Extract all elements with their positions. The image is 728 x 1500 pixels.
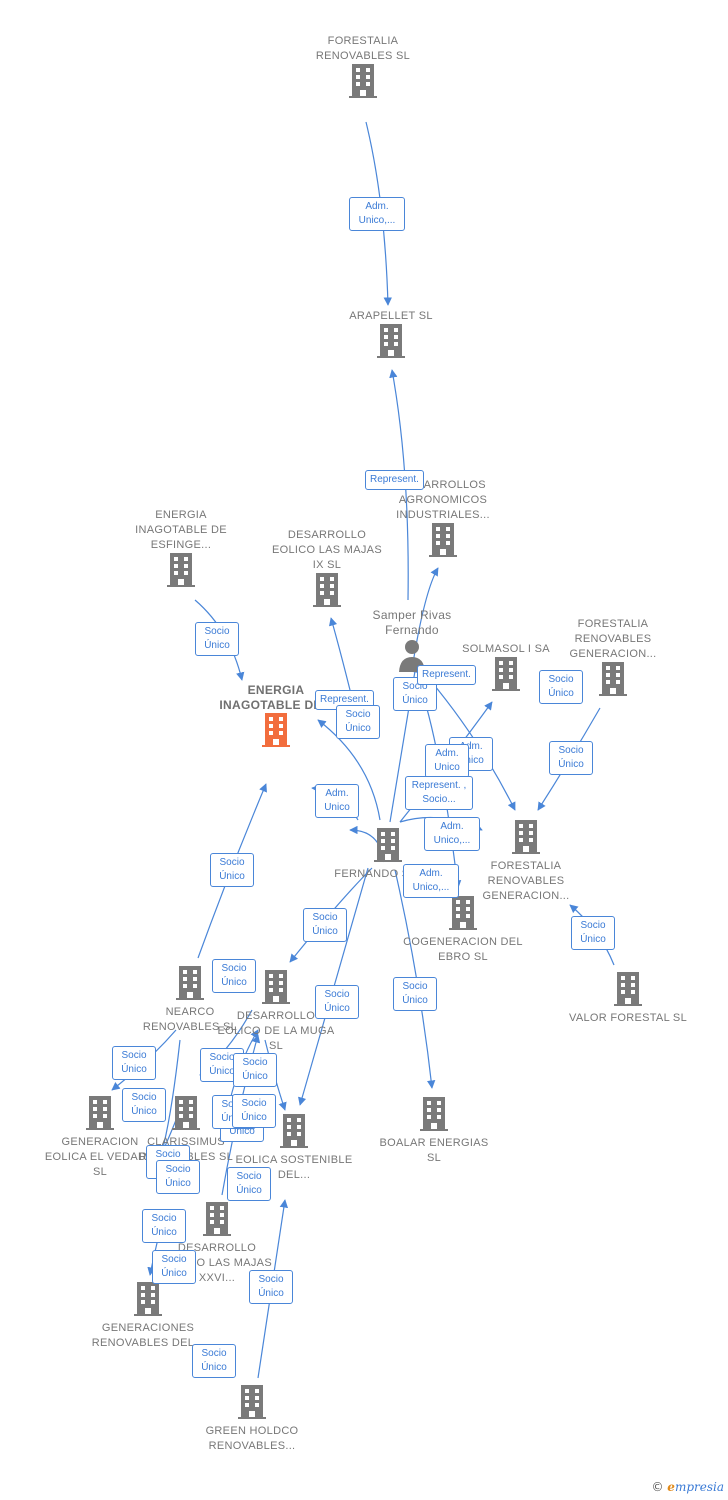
edge-label[interactable]: Socio Único — [336, 705, 380, 739]
node-label: DESARROLLO EOLICO DE LA MUGA SL — [217, 1010, 335, 1052]
node-label: FORESTALIA RENOVABLES SL — [315, 35, 411, 62]
node-label: BOALAR ENERGIAS SL — [379, 1137, 489, 1164]
node-label: GENERACIONES RENOVABLES DEL... — [91, 1322, 205, 1349]
edge-label[interactable]: Represent. , Socio... — [405, 776, 473, 810]
node-label: DESARROLLO EOLICO LAS MAJAS IX SL — [272, 529, 382, 571]
node-label: NEARCO RENOVABLES SL — [142, 1006, 238, 1033]
edge-label[interactable]: Socio Único — [122, 1088, 166, 1122]
node-forestalia-renovables-sl[interactable]: FORESTALIA RENOVABLES SL — [303, 34, 423, 103]
building-icon — [134, 1282, 162, 1316]
node-label: FORESTALIA RENOVABLES GENERACION... — [569, 618, 657, 660]
building-icon — [429, 523, 457, 557]
building-icon — [167, 553, 195, 587]
node-label: VALOR FORESTAL SL — [569, 1012, 687, 1024]
node-label: SOLMASOL I SA — [462, 643, 550, 655]
node-focus-energia-inagotable[interactable]: ENERGIA INAGOTABLE DE... — [216, 683, 336, 752]
edge-label[interactable]: Socio Único — [195, 622, 239, 656]
copyright-symbol: © — [651, 1480, 664, 1494]
edge-label[interactable]: Socio Único — [227, 1167, 271, 1201]
edge-label[interactable]: Socio Único — [156, 1160, 200, 1194]
node-label: ENERGIA INAGOTABLE DE... — [219, 683, 333, 712]
building-icon — [262, 970, 290, 1004]
node-label: ARAPELLET SL — [349, 310, 433, 322]
brand-initial: e — [667, 1480, 675, 1494]
edge-label[interactable]: Socio Único — [393, 977, 437, 1011]
building-icon — [420, 1097, 448, 1131]
node-cogeneracion-ebro[interactable]: COGENERACION DEL EBRO SL — [403, 896, 523, 965]
building-icon — [349, 64, 377, 98]
edge-label[interactable]: Represent. — [365, 470, 424, 490]
building-icon — [172, 1096, 200, 1130]
node-vedado[interactable]: GENERACION EOLICA EL VEDADO SL — [40, 1096, 160, 1180]
edge-label[interactable]: Adm. Unico — [315, 784, 359, 818]
edge-label[interactable]: Socio Único — [249, 1270, 293, 1304]
edge-label[interactable]: Socio Único — [112, 1046, 156, 1080]
node-valor-forestal[interactable]: VALOR FORESTAL SL — [568, 972, 688, 1026]
building-icon — [512, 820, 540, 854]
edge-label[interactable]: Socio Único — [152, 1250, 196, 1284]
edge-label[interactable]: Adm. Unico,... — [403, 864, 459, 898]
edge-label[interactable]: Socio Único — [212, 959, 256, 993]
building-icon — [492, 657, 520, 691]
edge-label[interactable]: Adm. Unico,... — [349, 197, 405, 231]
node-solmasol[interactable]: SOLMASOL I SA — [446, 642, 566, 696]
edge-label[interactable]: Socio Único — [232, 1094, 276, 1128]
empresia-logo[interactable]: © empresia — [651, 1480, 724, 1494]
building-icon — [614, 972, 642, 1006]
node-majas-ix[interactable]: DESARROLLO EOLICO LAS MAJAS IX SL — [267, 528, 387, 612]
node-label: GREEN HOLDCO RENOVABLES... — [205, 1425, 299, 1452]
edge-label[interactable]: Socio Único — [303, 908, 347, 942]
building-icon — [313, 573, 341, 607]
building-icon — [238, 1385, 266, 1419]
node-boalar[interactable]: BOALAR ENERGIAS SL — [374, 1097, 494, 1166]
node-label: GENERACION EOLICA EL VEDADO SL — [44, 1136, 156, 1178]
building-icon — [176, 966, 204, 1000]
edge-label[interactable]: Socio Único — [233, 1053, 277, 1087]
node-desarrollos-agronomicos[interactable]: DESARROLLOS AGRONOMICOS INDUSTRIALES... — [383, 478, 503, 562]
building-icon — [86, 1096, 114, 1130]
edge-label[interactable]: Socio Único — [549, 741, 593, 775]
brand-name: mpresia — [674, 1480, 724, 1494]
edge-label[interactable]: Socio Único — [192, 1344, 236, 1378]
building-icon — [374, 828, 402, 862]
node-eolica-sostenible[interactable]: EOLICA SOSTENIBLE DEL... — [234, 1114, 354, 1183]
building-icon — [203, 1202, 231, 1236]
node-label: EOLICA SOSTENIBLE DEL... — [235, 1154, 353, 1181]
building-icon — [262, 713, 290, 747]
edge-label[interactable]: Adm. Unico,... — [424, 817, 480, 851]
node-label: ENERGIA INAGOTABLE DE ESFINGE... — [135, 509, 227, 551]
node-arapellet[interactable]: ARAPELLET SL — [331, 309, 451, 363]
node-forestalia-generacion-mid[interactable]: FORESTALIA RENOVABLES GENERACION... — [466, 820, 586, 904]
building-icon — [280, 1114, 308, 1148]
edge-label[interactable]: Adm. Unico — [425, 744, 469, 778]
edge-label[interactable]: Socio Único — [539, 670, 583, 704]
edge-label[interactable]: Socio Único — [210, 853, 254, 887]
node-forestalia-generacion-top[interactable]: FORESTALIA RENOVABLES GENERACION... — [553, 617, 673, 701]
node-green-holdco[interactable]: GREEN HOLDCO RENOVABLES... — [192, 1385, 312, 1454]
node-label: FORESTALIA RENOVABLES GENERACION... — [482, 860, 570, 902]
node-muga[interactable]: DESARROLLO EOLICO DE LA MUGA SL — [216, 970, 336, 1054]
edge-label[interactable]: Represent. — [417, 665, 476, 685]
building-icon — [377, 324, 405, 358]
node-generaciones-renovables[interactable]: GENERACIONES RENOVABLES DEL... — [88, 1282, 208, 1351]
edge-label[interactable]: Socio Único — [142, 1209, 186, 1243]
edge-label[interactable]: Socio Único — [571, 916, 615, 950]
node-label: Samper Rivas Fernando — [372, 608, 452, 637]
node-nearco-renovables[interactable]: NEARCO RENOVABLES SL — [130, 966, 250, 1035]
edge-label[interactable]: Socio Único — [315, 985, 359, 1019]
node-energia-esfinge[interactable]: ENERGIA INAGOTABLE DE ESFINGE... — [121, 508, 241, 592]
node-label: COGENERACION DEL EBRO SL — [403, 936, 523, 963]
building-icon — [449, 896, 477, 930]
building-icon — [599, 662, 627, 696]
